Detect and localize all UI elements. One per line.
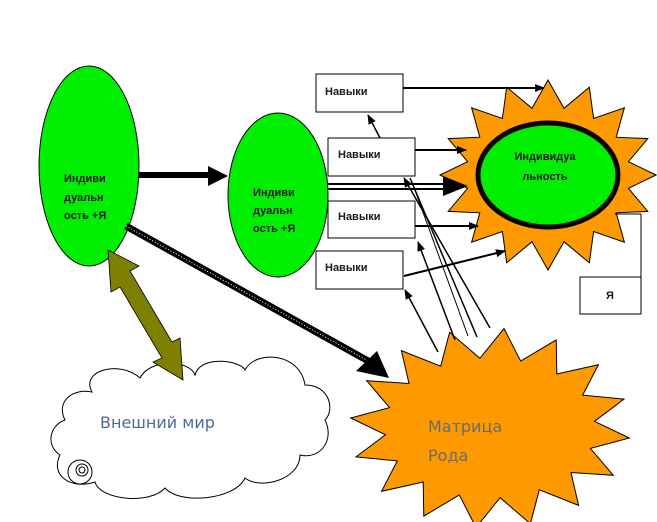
- skills-box-3-label: Навыки: [338, 211, 381, 223]
- individuality-star-label-1: Индивидуа: [514, 151, 576, 163]
- cloud-tail-circle-inner: [78, 466, 86, 474]
- outer-world-label: Внешний мир: [100, 413, 215, 432]
- cloud-tail-circle-small: [75, 463, 89, 477]
- arrow-left-to-middle-head: [208, 166, 228, 186]
- individuality-middle-label-1: Индиви: [253, 187, 295, 199]
- individuality-middle-label-2: дуальн: [253, 205, 293, 217]
- self-box[interactable]: Я: [579, 276, 642, 315]
- outer-world-cloud: [50, 356, 331, 499]
- individuality-middle-ellipse[interactable]: [227, 112, 329, 278]
- skills-box-2-label: Навыки: [338, 149, 381, 161]
- individuality-left-label-3: ость +Я: [64, 210, 106, 222]
- self-box-label: Я: [606, 290, 614, 302]
- skills-box-3[interactable]: Навыки: [327, 200, 416, 239]
- clan-matrix-label-1: Матрица: [428, 417, 502, 436]
- skills-box-1[interactable]: Навыки: [315, 73, 404, 113]
- clan-matrix-label-2: Рода: [428, 446, 468, 465]
- cloud-tail-circle-large: [67, 459, 93, 485]
- skills-box-2[interactable]: Навыки: [327, 137, 416, 177]
- individuality-star-core: [475, 120, 621, 230]
- outer-world-double-arrow[interactable]: [107, 249, 184, 381]
- clan-matrix-star-shape: [349, 327, 631, 522]
- arrow-matrix-to-skills2-a: [409, 177, 478, 338]
- skills-box-4[interactable]: Навыки: [315, 250, 404, 290]
- arrow-matrix-to-skills2-b: [403, 177, 491, 329]
- arrow-middle-to-star-head: [443, 176, 468, 196]
- arrow-skills4-to-star: [403, 249, 506, 277]
- arrow-matrix-to-skills2-c: [411, 181, 469, 337]
- individuality-star-label-2: льность: [522, 171, 567, 183]
- arrow-left-to-matrix-head: [356, 351, 389, 378]
- individuality-left-label-2: дуальн: [64, 192, 104, 204]
- arrow-left-to-matrix: [124, 222, 372, 366]
- arrow-skills2-to-skills1: [367, 114, 381, 139]
- arrow-matrix-to-skills4: [404, 289, 439, 353]
- skills-box-4-label: Навыки: [325, 262, 368, 274]
- skills-box-1-label: Навыки: [325, 86, 368, 98]
- individuality-middle-label-3: ость +Я: [253, 223, 295, 235]
- individuality-left-label-1: Индиви: [64, 173, 106, 185]
- individuality-left-ellipse[interactable]: [38, 65, 140, 267]
- arrow-matrix-to-skills3: [417, 241, 456, 341]
